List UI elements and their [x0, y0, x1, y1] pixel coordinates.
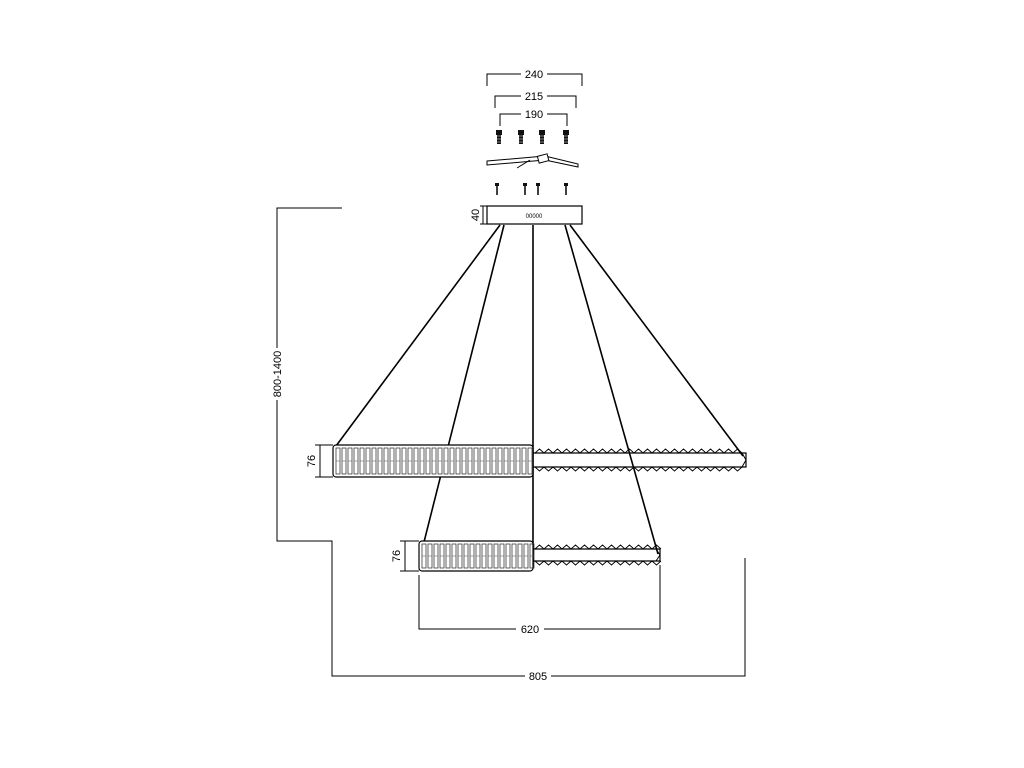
anchor-1 — [496, 130, 502, 144]
dimension-620-label: 620 — [521, 624, 539, 636]
screws — [495, 183, 568, 195]
screw-4 — [564, 183, 568, 195]
dimension-upper-ring-height: 76 — [306, 444, 333, 478]
cable-inner-right — [564, 224, 659, 555]
screw-2 — [523, 183, 527, 195]
cable-outer-left — [335, 224, 501, 447]
lower-ring-crystal-bars — [421, 543, 535, 569]
lower-crystal-ring — [418, 540, 662, 572]
dimension-215: 215 — [494, 89, 577, 108]
upper-crystal-ring — [332, 444, 747, 478]
dimension-lower-ring-height-label: 76 — [391, 550, 403, 562]
suspension-cables — [335, 224, 744, 566]
dimension-240: 240 — [486, 67, 583, 86]
dimension-805-label: 805 — [529, 671, 547, 683]
dimension-215-label: 215 — [525, 91, 543, 103]
anchor-3 — [539, 130, 545, 144]
canopy-label: 00000 — [526, 214, 543, 220]
anchor-2 — [518, 130, 524, 144]
dimension-620: 620 — [418, 565, 661, 636]
dimension-190: 190 — [499, 107, 568, 126]
dimension-40: 40 — [470, 205, 487, 225]
upper-ring-crystal-bars — [335, 447, 533, 475]
lower-ring-bead-edge — [534, 544, 662, 566]
dimension-805: 805 — [525, 669, 551, 683]
cable-outer-right — [569, 224, 744, 457]
anchor-4 — [563, 130, 569, 144]
mounting-bracket — [486, 153, 579, 169]
dimension-240-label: 240 — [525, 69, 543, 81]
dimension-upper-ring-height-label: 76 — [306, 455, 318, 467]
dimension-190-label: 190 — [525, 109, 543, 121]
dimension-lower-ring-height: 76 — [391, 540, 419, 572]
upper-ring-bead-edge — [534, 448, 747, 472]
screw-3 — [536, 183, 540, 195]
dimension-40-label: 40 — [470, 209, 482, 221]
dimension-drop: 800-1400 — [271, 207, 746, 677]
dimension-drop-label: 800-1400 — [272, 351, 284, 398]
cable-inner-left — [423, 224, 505, 543]
canopy: 00000 — [486, 205, 583, 225]
screw-1 — [495, 183, 499, 195]
wall-anchors — [496, 130, 569, 144]
